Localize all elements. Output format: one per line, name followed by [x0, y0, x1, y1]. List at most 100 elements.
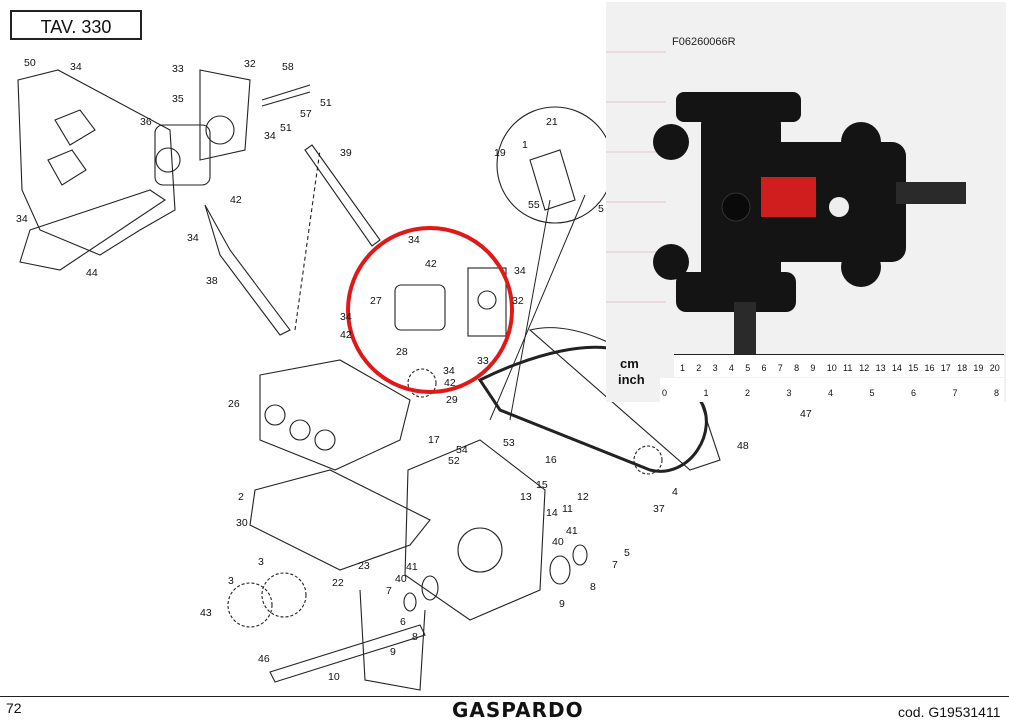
- svg-text:28: 28: [396, 346, 408, 358]
- svg-text:37: 37: [653, 503, 665, 515]
- svg-text:30: 30: [236, 517, 248, 529]
- svg-text:6: 6: [400, 616, 406, 628]
- svg-text:16: 16: [545, 454, 557, 466]
- cm-tick-label: 18: [957, 363, 968, 373]
- svg-text:47: 47: [800, 408, 812, 420]
- svg-text:38: 38: [206, 275, 218, 287]
- cm-tick-label: 5: [745, 363, 751, 373]
- svg-text:58: 58: [282, 61, 294, 73]
- gearbox-photo: [606, 2, 1006, 402]
- svg-text:34: 34: [70, 61, 82, 73]
- svg-text:46: 46: [258, 653, 270, 665]
- brand-logo: GASPARDO: [452, 698, 584, 722]
- cm-tick-label: 6: [761, 363, 767, 373]
- svg-text:1: 1: [522, 139, 528, 151]
- svg-text:40: 40: [395, 573, 407, 585]
- footer-rule: [0, 696, 1009, 697]
- inch-tick-label: 6: [911, 388, 917, 398]
- drive-shaft-38: [204, 204, 291, 336]
- svg-text:33: 33: [477, 355, 489, 367]
- svg-text:34: 34: [514, 265, 526, 277]
- cm-unit-label: cm: [620, 356, 639, 371]
- sprocket-4: [633, 445, 663, 475]
- svg-text:33: 33: [172, 63, 184, 75]
- svg-text:51: 51: [320, 97, 332, 109]
- inch-tick-label: 4: [828, 388, 834, 398]
- table-label: TAV. 330: [10, 10, 142, 40]
- svg-text:9: 9: [559, 598, 565, 610]
- svg-text:21: 21: [546, 116, 558, 128]
- svg-text:23: 23: [358, 560, 370, 572]
- shaft-57: [261, 84, 311, 107]
- svg-text:26: 26: [228, 398, 240, 410]
- inch-tick-label: 2: [745, 388, 751, 398]
- cm-tick-label: 11: [843, 363, 853, 373]
- svg-text:43: 43: [200, 607, 212, 619]
- cm-tick-label: 1: [680, 363, 686, 373]
- highlight-circle: [346, 226, 514, 394]
- svg-text:7: 7: [612, 559, 618, 571]
- svg-text:53: 53: [503, 437, 515, 449]
- cm-tick-label: 3: [712, 363, 718, 373]
- svg-text:54: 54: [456, 444, 468, 456]
- svg-text:4: 4: [672, 486, 678, 498]
- cm-tick-label: 7: [777, 363, 783, 373]
- svg-text:57: 57: [300, 108, 312, 120]
- u-bracket-22: [359, 589, 426, 691]
- side-plate-17: [404, 439, 546, 621]
- cm-tick-label: 17: [940, 363, 951, 373]
- svg-text:2: 2: [238, 491, 244, 503]
- svg-text:52: 52: [448, 455, 460, 467]
- upper-gearbox: [154, 124, 211, 186]
- svg-text:55: 55: [528, 199, 540, 211]
- svg-text:42: 42: [340, 329, 352, 341]
- cm-tick-label: 2: [696, 363, 702, 373]
- svg-text:8: 8: [412, 631, 418, 643]
- svg-text:34: 34: [340, 311, 352, 323]
- svg-text:40: 40: [552, 536, 564, 548]
- frame-plate: [17, 69, 176, 256]
- cm-tick-label: 14: [891, 363, 902, 373]
- svg-text:5: 5: [624, 547, 630, 559]
- svg-text:41: 41: [406, 561, 418, 573]
- svg-text:51: 51: [280, 122, 292, 134]
- cm-tick-label: 16: [924, 363, 935, 373]
- plate-32: [467, 267, 507, 337]
- svg-text:3: 3: [258, 556, 264, 568]
- svg-text:3: 3: [228, 575, 234, 587]
- lower-frame-2: [249, 469, 431, 571]
- document-code: cod. G19531411: [898, 704, 1001, 720]
- product-label-sticker: [761, 177, 816, 217]
- svg-text:42: 42: [230, 194, 242, 206]
- svg-text:48: 48: [737, 440, 749, 452]
- cm-tick-label: 4: [728, 363, 734, 373]
- cm-tick-label: 12: [859, 363, 870, 373]
- svg-text:5: 5: [598, 203, 604, 215]
- cm-tick-label: 13: [875, 363, 886, 373]
- sprocket-3a: [227, 582, 273, 628]
- svg-text:39: 39: [340, 147, 352, 159]
- cm-tick-label: 19: [973, 363, 984, 373]
- main-housing-26: [259, 359, 411, 471]
- svg-text:15: 15: [536, 479, 548, 491]
- svg-text:34: 34: [16, 213, 28, 225]
- svg-text:34: 34: [264, 130, 276, 142]
- mounting-bracket: [19, 189, 166, 271]
- svg-text:22: 22: [332, 577, 344, 589]
- photo-part-code: F06260066R: [672, 36, 736, 48]
- inch-unit-label: inch: [618, 372, 645, 387]
- svg-text:10: 10: [328, 671, 340, 683]
- svg-text:19: 19: [494, 147, 506, 159]
- inch-tick-label: 3: [786, 388, 792, 398]
- cm-tick-label: 15: [908, 363, 919, 373]
- cm-tick-label: 8: [794, 363, 800, 373]
- svg-text:50: 50: [24, 57, 36, 69]
- svg-text:35: 35: [172, 93, 184, 105]
- svg-text:9: 9: [390, 646, 396, 658]
- cm-tick-label: 10: [826, 363, 837, 373]
- svg-text:42: 42: [444, 377, 456, 389]
